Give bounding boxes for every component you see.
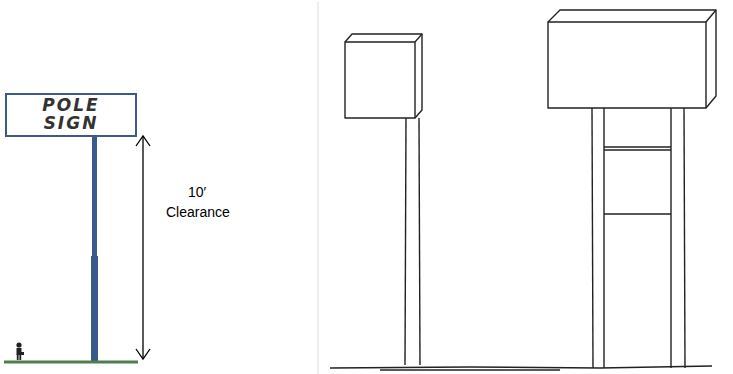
- ground-line: [4, 361, 138, 364]
- dimension-label: Clearance: [164, 204, 232, 220]
- sign-box: POLE SIGN: [5, 93, 137, 137]
- frame-edge: [318, 2, 319, 374]
- person-figure: [16, 342, 24, 360]
- sketch-signs: [330, 10, 716, 370]
- sign-text: POLE SIGN: [26, 97, 116, 133]
- pole-upper: [92, 134, 97, 258]
- dimension-label: 10′: [186, 184, 208, 200]
- pole-lower: [91, 256, 98, 362]
- dimension-arrow: [136, 136, 150, 359]
